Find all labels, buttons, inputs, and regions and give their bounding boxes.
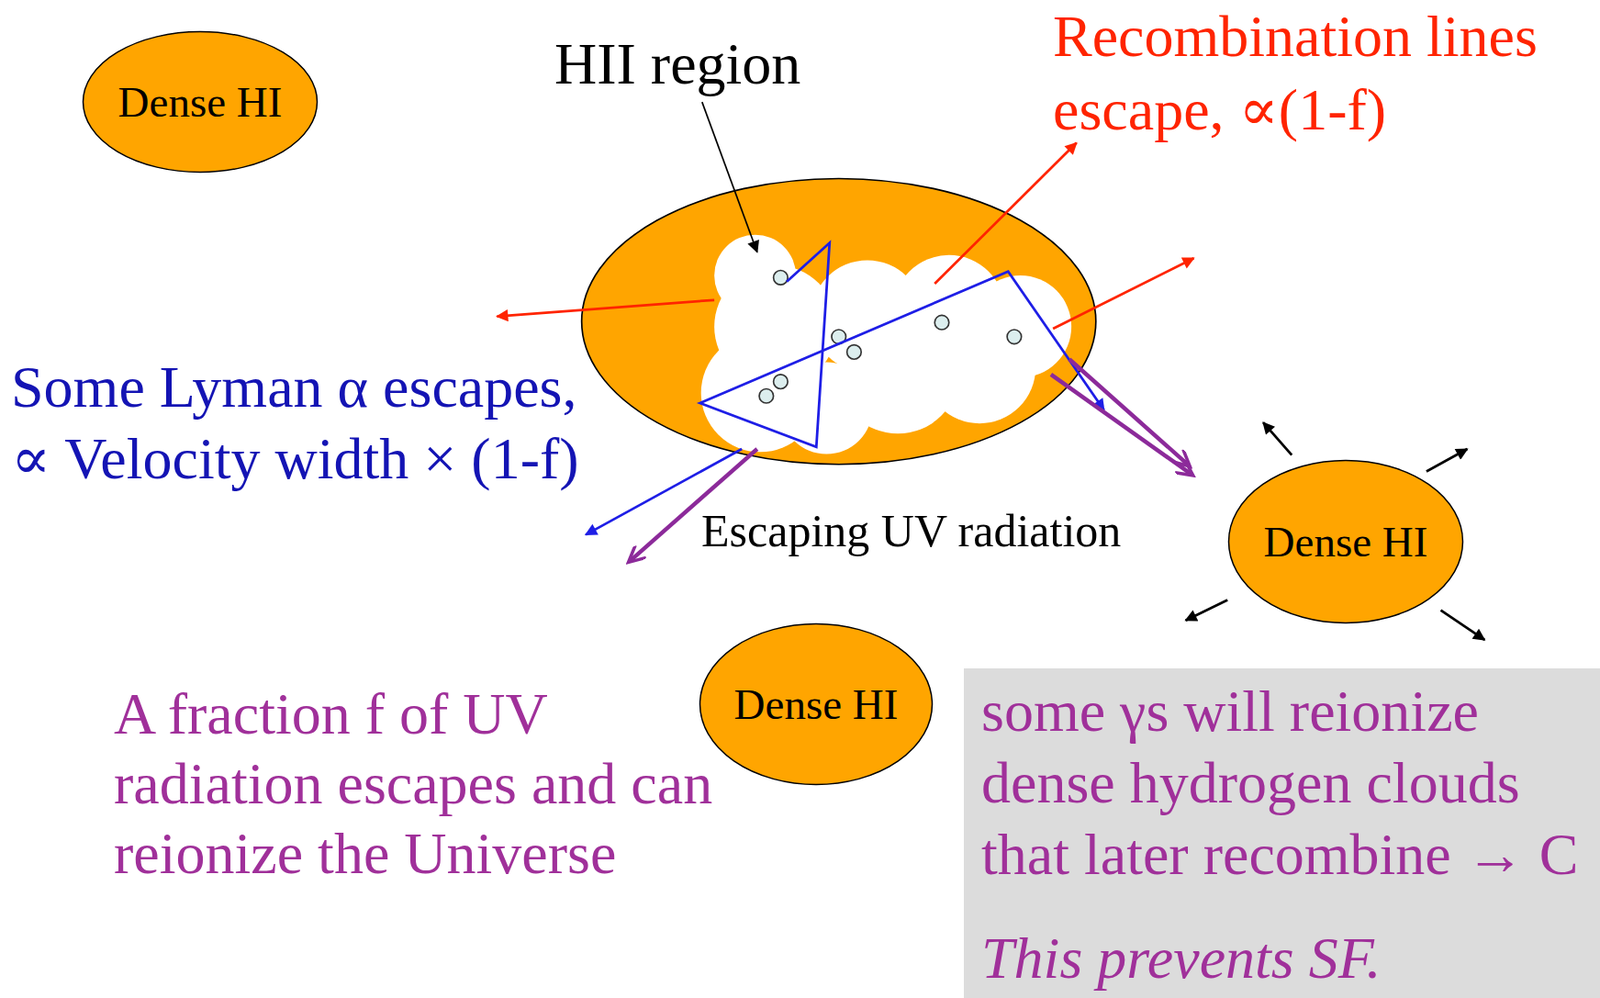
cloud-ellipse: Dense HI [698, 622, 934, 786]
leader-arrow [702, 101, 758, 252]
uv-arrow [1051, 374, 1192, 475]
ellipse-shape [700, 624, 933, 785]
annotation-text: Some Lyman α escapes, ∝ Velocity width ×… [11, 351, 580, 495]
star-dots [759, 270, 1022, 403]
ellipse-shape [83, 32, 318, 173]
expansion-arrow [1263, 422, 1292, 456]
galaxy-cloud [581, 179, 1097, 465]
note-emphasis: This prevents SF. [981, 922, 1595, 995]
cloud-label: Dense HI [734, 678, 899, 730]
note-text: some γs will reionize dense hydrogen clo… [981, 675, 1595, 891]
cloud-label: Dense HI [1264, 515, 1429, 568]
recombination-arrow [934, 143, 1076, 284]
hii-cloud [701, 234, 1072, 455]
expansion-arrow [1186, 600, 1229, 621]
recombination-arrow [496, 300, 715, 317]
note-panel: some γs will reionize dense hydrogen clo… [963, 668, 1600, 998]
recombination-arrow [1052, 257, 1194, 329]
cloud-ellipse: Dense HI [81, 30, 319, 174]
annotation-text: Escaping UV radiation [701, 503, 1121, 559]
lyman-alpha-path [700, 243, 1105, 448]
annotation-text: Recombination lines escape, ∝(1-f) [1052, 0, 1538, 147]
annotation-text: A fraction f of UV radiation escapes and… [113, 679, 713, 889]
cloud-ellipse: Dense HI [1227, 458, 1465, 625]
expansion-arrow [1426, 448, 1467, 471]
ellipse-shape [1229, 460, 1464, 624]
expansion-arrow [1440, 610, 1485, 640]
region-label: HII region [554, 27, 801, 101]
uv-arrow [1069, 358, 1189, 466]
cloud-label: Dense HI [118, 76, 283, 128]
